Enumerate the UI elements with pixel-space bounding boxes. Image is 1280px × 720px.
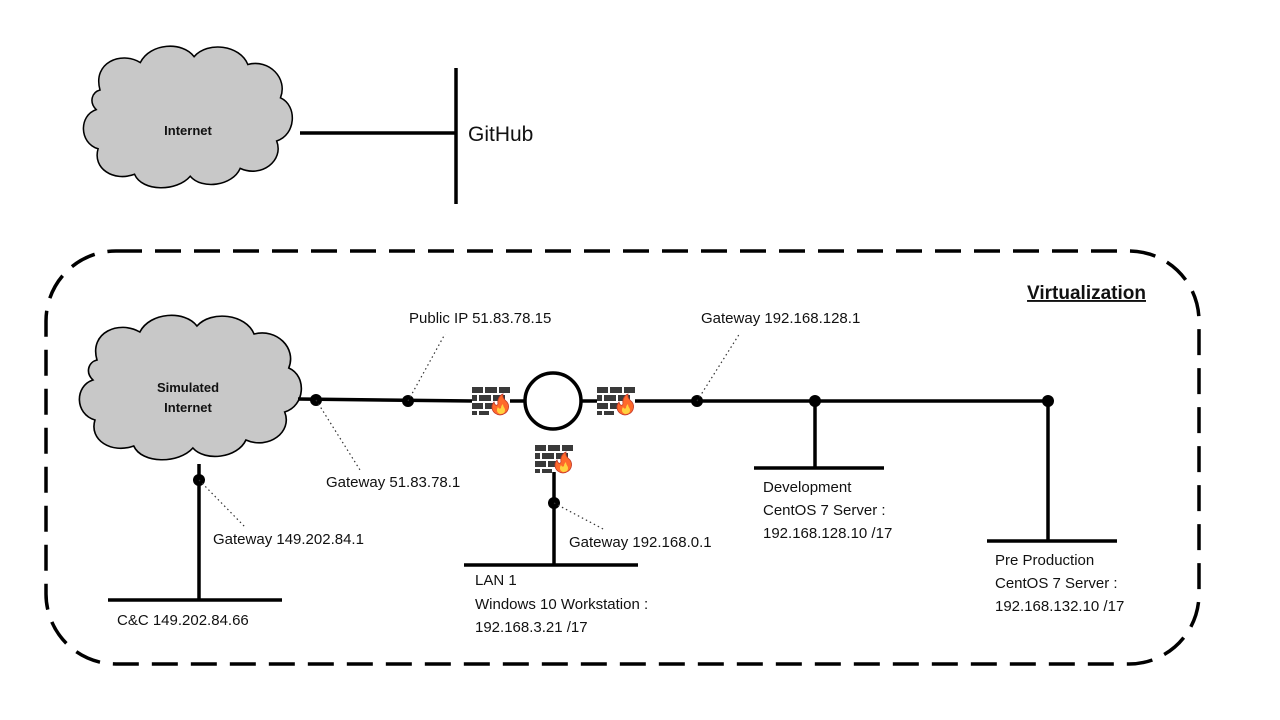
- internet-label: Internet: [164, 123, 212, 138]
- development-label-1: Development: [763, 479, 852, 496]
- cc-label: C&C 149.202.84.66: [117, 612, 249, 629]
- lan-label-2: Windows 10 Workstation :: [475, 596, 648, 613]
- preproduction-label-1: Pre Production: [995, 552, 1094, 569]
- server-gateway-label: Gateway 192.168.128.1: [701, 310, 860, 327]
- server-gateway-leader: [696, 332, 741, 402]
- preproduction-label-2: CentOS 7 Server :: [995, 575, 1118, 592]
- lan-label-1: LAN 1: [475, 572, 517, 589]
- public-ip-label: Public IP 51.83.78.15: [409, 310, 551, 327]
- virtualization-boundary: [44, 249, 1201, 666]
- development-label-3: 192.168.128.10 /17: [763, 525, 892, 542]
- public-ip-leader: [407, 333, 446, 402]
- lan-label-3: 192.168.3.21 /17: [475, 619, 588, 636]
- simulated-internet-label-2: Internet: [164, 400, 212, 415]
- wan-gateway-label: Gateway 51.83.78.1: [326, 474, 460, 491]
- cc-gateway-label: Gateway 149.202.84.1: [213, 531, 364, 548]
- wan-link: [297, 397, 474, 403]
- firewall-icon: [534, 444, 574, 474]
- preproduction-label-3: 192.168.132.10 /17: [995, 598, 1124, 615]
- wan-gateway-leader: [315, 399, 361, 471]
- cloud-icon: [82, 45, 294, 189]
- development-label-2: CentOS 7 Server :: [763, 502, 886, 519]
- lan-gateway-leader: [553, 502, 606, 531]
- router-icon: [523, 371, 583, 431]
- simulated-internet-label-1: Simulated: [157, 380, 219, 395]
- lan-gateway-label: Gateway 192.168.0.1: [569, 534, 712, 551]
- simulated-internet-cloud: Simulated Internet: [78, 314, 303, 461]
- firewall-icon: [471, 386, 511, 416]
- github-label: GitHub: [468, 123, 533, 146]
- virtualization-title: Virtualization: [1027, 283, 1146, 304]
- cc-gateway-leader: [198, 479, 246, 528]
- firewall-icon: [596, 386, 636, 416]
- internet-cloud: Internet: [82, 45, 294, 189]
